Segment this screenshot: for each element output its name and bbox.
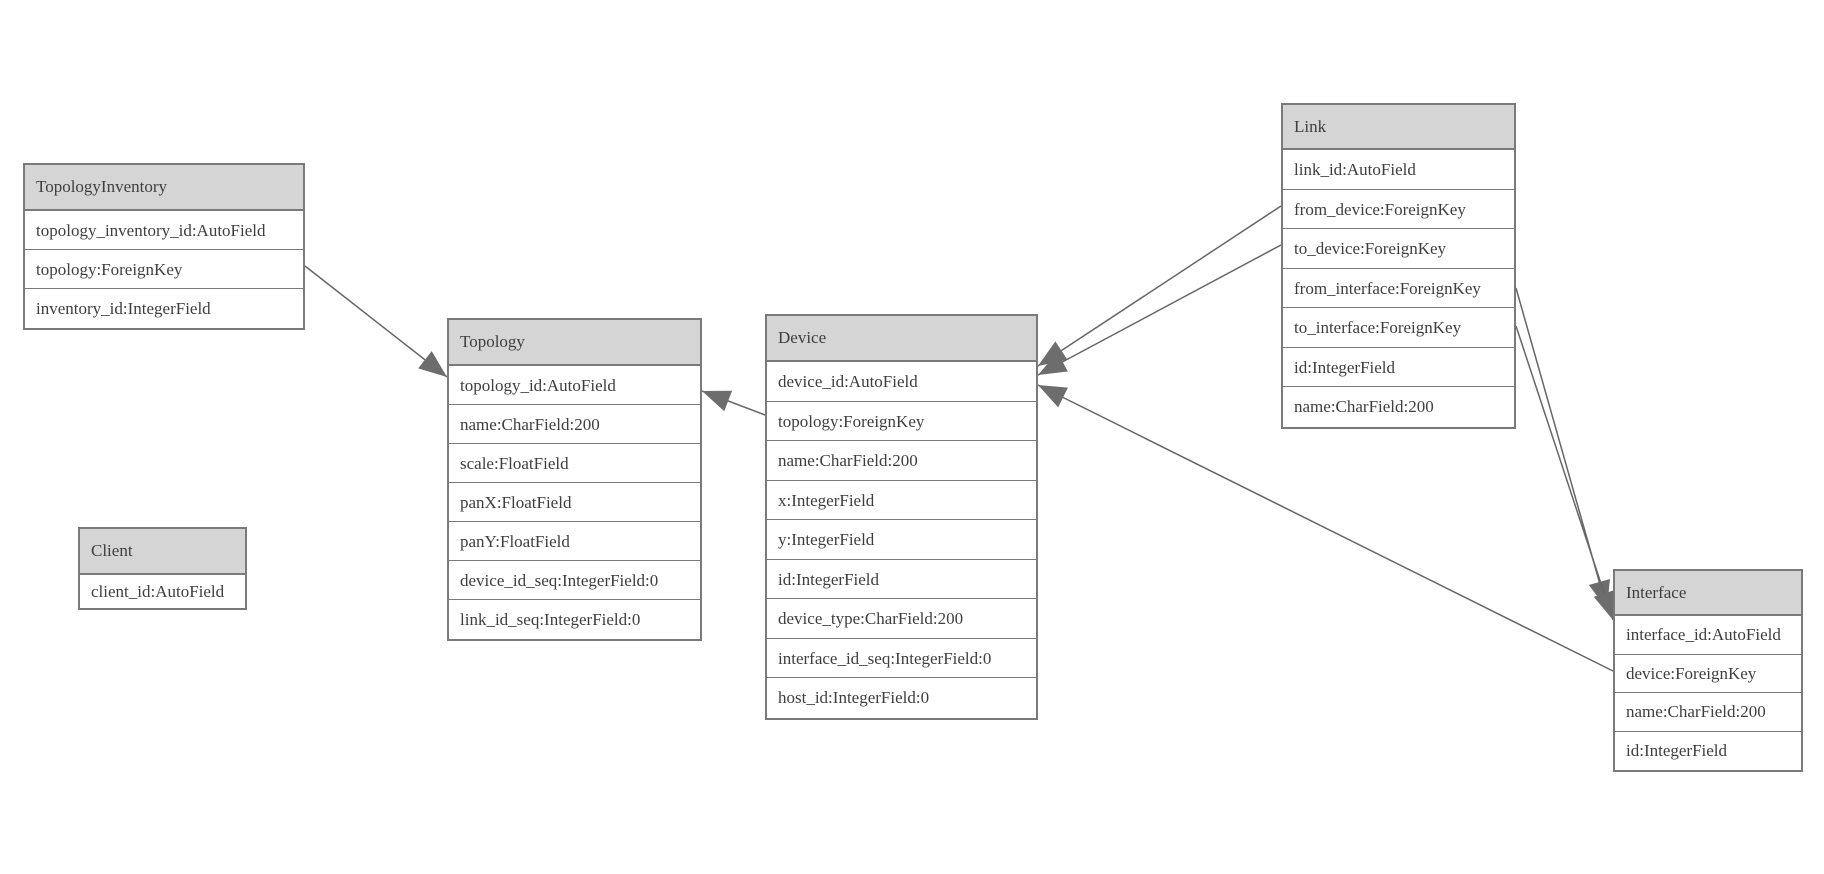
field-row: inventory_id:IntegerField bbox=[25, 289, 303, 328]
relation-topologyinventory-topology bbox=[304, 265, 448, 378]
field-row: interface_id_seq:IntegerField:0 bbox=[767, 638, 1036, 678]
relation-link-from_device-device bbox=[1037, 205, 1282, 367]
relation-line bbox=[1037, 205, 1282, 367]
relation-line bbox=[1037, 244, 1282, 376]
table-title: Topology bbox=[449, 320, 700, 366]
field-row: from_interface:ForeignKey bbox=[1283, 268, 1514, 308]
field-row: device_type:CharField:200 bbox=[767, 599, 1036, 639]
relation-link-from_interface-interface bbox=[1515, 287, 1610, 610]
relation-line bbox=[1515, 325, 1614, 621]
field-row: topology:ForeignKey bbox=[25, 250, 303, 289]
arrowhead-icon bbox=[702, 390, 733, 412]
field-row: topology_id:AutoField bbox=[449, 366, 700, 405]
arrowhead-icon bbox=[1038, 352, 1068, 375]
field-row: client_id:AutoField bbox=[80, 575, 245, 608]
field-row: device_id_seq:IntegerField:0 bbox=[449, 561, 700, 600]
field-row: name:CharField:200 bbox=[1283, 387, 1514, 427]
field-row: id:IntegerField bbox=[1615, 731, 1801, 770]
field-row: scale:FloatField bbox=[449, 444, 700, 483]
field-row: link_id:AutoField bbox=[1283, 150, 1514, 190]
relation-line bbox=[304, 265, 448, 378]
field-row: topology_inventory_id:AutoField bbox=[25, 211, 303, 250]
field-row: to_device:ForeignKey bbox=[1283, 229, 1514, 269]
relation-device-topology bbox=[701, 390, 766, 416]
relation-link-to_interface-interface bbox=[1515, 325, 1615, 621]
field-row: panY:FloatField bbox=[449, 522, 700, 561]
field-row: link_id_seq:IntegerField:0 bbox=[449, 600, 700, 639]
field-row: interface_id:AutoField bbox=[1615, 616, 1801, 655]
field-row: host_id:IntegerField:0 bbox=[767, 678, 1036, 718]
table-title: TopologyInventory bbox=[25, 165, 303, 211]
field-row: x:IntegerField bbox=[767, 480, 1036, 520]
relation-line bbox=[1037, 384, 1614, 672]
field-row: topology:ForeignKey bbox=[767, 401, 1036, 441]
table-title: Device bbox=[767, 316, 1036, 362]
field-row: device:ForeignKey bbox=[1615, 654, 1801, 693]
field-row: panX:FloatField bbox=[449, 483, 700, 522]
field-row: y:IntegerField bbox=[767, 520, 1036, 560]
field-row: to_interface:ForeignKey bbox=[1283, 308, 1514, 348]
arrowhead-icon bbox=[1038, 385, 1068, 408]
arrowhead-icon bbox=[1593, 589, 1615, 620]
relation-interface-device bbox=[1037, 384, 1614, 672]
field-row: id:IntegerField bbox=[767, 559, 1036, 599]
arrowhead-icon bbox=[418, 351, 447, 377]
field-row: name:CharField:200 bbox=[1615, 693, 1801, 732]
table-title: Interface bbox=[1615, 571, 1801, 616]
field-row: name:CharField:200 bbox=[767, 441, 1036, 481]
field-row: device_id:AutoField bbox=[767, 362, 1036, 402]
table-title: Client bbox=[80, 529, 245, 575]
field-row: from_device:ForeignKey bbox=[1283, 189, 1514, 229]
table-title: Link bbox=[1283, 105, 1514, 150]
relation-link-to_device-device bbox=[1037, 244, 1282, 376]
field-row: name:CharField:200 bbox=[449, 405, 700, 444]
field-row: id:IntegerField bbox=[1283, 347, 1514, 387]
